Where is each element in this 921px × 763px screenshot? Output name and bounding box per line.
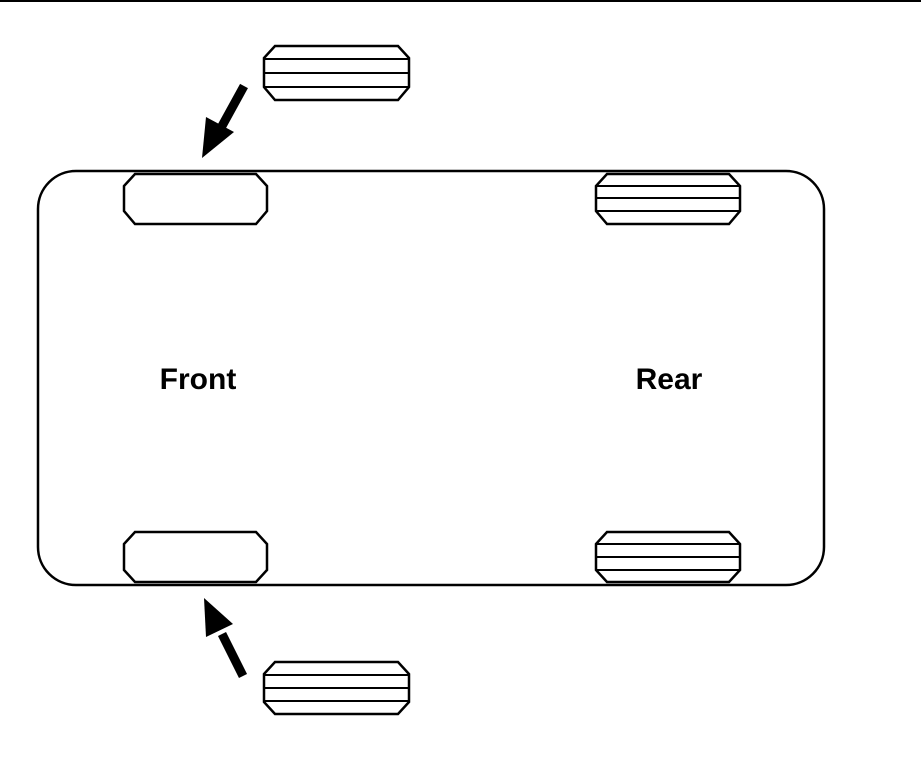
rear-label: Rear xyxy=(636,363,703,396)
arrow-bottom-to-front-right-icon xyxy=(204,598,248,679)
front-left-tire-icon xyxy=(122,172,269,226)
rear-right-tire-icon xyxy=(594,530,742,584)
top-border-line xyxy=(0,0,921,2)
vehicle-body-outline xyxy=(36,169,826,587)
new-tire-top-icon xyxy=(262,44,411,102)
front-right-tire-icon xyxy=(122,530,269,584)
new-tire-bottom-icon xyxy=(262,660,411,716)
arrow-top-to-front-left-icon xyxy=(202,83,248,158)
front-label: Front xyxy=(160,363,237,396)
rear-left-tire-icon xyxy=(594,172,742,226)
